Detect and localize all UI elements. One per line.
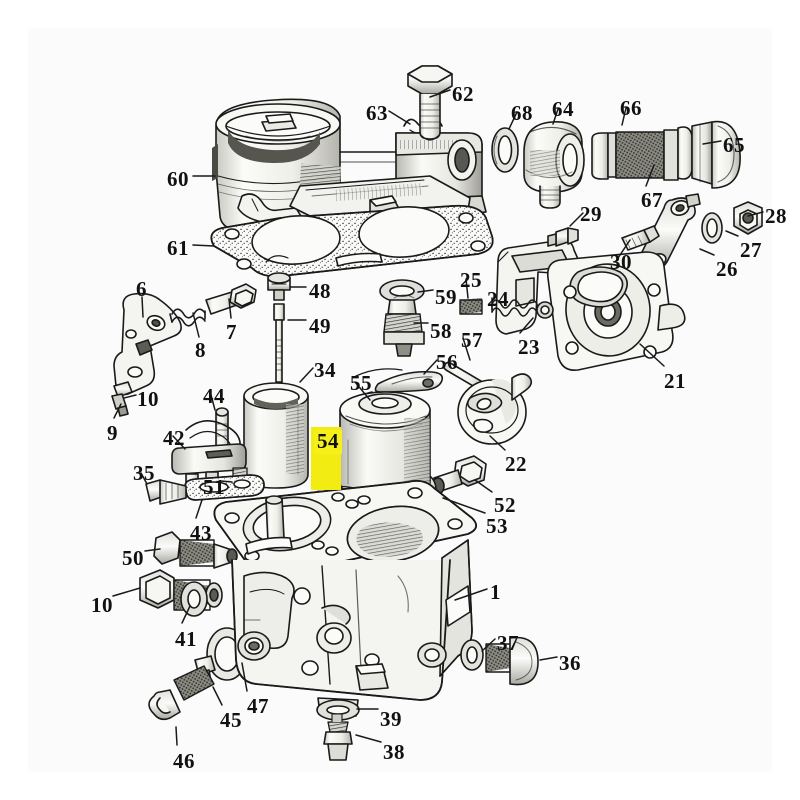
callout-label-35[interactable]: 35 (133, 461, 155, 485)
callout-label-27[interactable]: 27 (740, 238, 762, 262)
callout-label-28[interactable]: 28 (765, 204, 787, 228)
callout-label-10b[interactable]: 10 (91, 593, 113, 617)
callout-label-55[interactable]: 55 (350, 371, 372, 395)
callout-label-7[interactable]: 7 (226, 320, 237, 344)
callout-label-8[interactable]: 8 (195, 338, 206, 362)
callout-label-10a[interactable]: 10 (137, 387, 159, 411)
callout-label-54-highlighted[interactable]: 54 (314, 430, 342, 454)
callout-label-67[interactable]: 67 (641, 188, 663, 212)
callout-label-38[interactable]: 38 (383, 740, 405, 764)
callout-label-50[interactable]: 50 (122, 546, 144, 570)
callout-label-65[interactable]: 65 (723, 133, 745, 157)
callout-label-25[interactable]: 25 (460, 268, 482, 292)
callout-label-24[interactable]: 24 (487, 287, 509, 311)
callout-label-1[interactable]: 1 (490, 580, 501, 604)
callout-label-21[interactable]: 21 (664, 369, 686, 393)
callout-label-29[interactable]: 29 (580, 202, 602, 226)
callout-label-9[interactable]: 9 (107, 421, 118, 445)
callout-label-68[interactable]: 68 (511, 101, 533, 125)
callout-label-63[interactable]: 63 (366, 101, 388, 125)
callout-label-6[interactable]: 6 (136, 277, 147, 301)
callout-label-56[interactable]: 56 (436, 350, 458, 374)
callout-label-57[interactable]: 57 (461, 328, 483, 352)
callout-label-51[interactable]: 51 (203, 475, 225, 499)
callout-label-41[interactable]: 41 (175, 627, 197, 651)
callout-label-45[interactable]: 45 (220, 708, 242, 732)
callout-label-62[interactable]: 62 (452, 82, 474, 106)
callout-label-44[interactable]: 44 (203, 384, 225, 408)
callout-label-30[interactable]: 30 (610, 250, 632, 274)
callout-label-60[interactable]: 60 (167, 167, 189, 191)
callout-label-23[interactable]: 23 (518, 335, 540, 359)
callout-label-52[interactable]: 52 (494, 493, 516, 517)
callout-label-64[interactable]: 64 (552, 97, 574, 121)
callout-label-42[interactable]: 42 (163, 426, 185, 450)
callout-label-36[interactable]: 36 (559, 651, 581, 675)
callout-label-43[interactable]: 43 (190, 521, 212, 545)
callout-label-26[interactable]: 26 (716, 257, 738, 281)
callout-label-61[interactable]: 61 (167, 236, 189, 260)
callout-label-49[interactable]: 49 (309, 314, 331, 338)
callout-label-39[interactable]: 39 (380, 707, 402, 731)
callout-label-59[interactable]: 59 (435, 285, 457, 309)
callout-label-48[interactable]: 48 (309, 279, 331, 303)
callout-label-47[interactable]: 47 (247, 694, 269, 718)
callout-label-66[interactable]: 66 (620, 96, 642, 120)
callout-label-34[interactable]: 34 (314, 358, 336, 382)
callout-label-22[interactable]: 22 (505, 452, 527, 476)
callout-label-58[interactable]: 58 (430, 319, 452, 343)
callout-label-37[interactable]: 37 (497, 631, 519, 655)
callout-label-46[interactable]: 46 (173, 749, 195, 773)
callout-label-53[interactable]: 53 (486, 514, 508, 538)
